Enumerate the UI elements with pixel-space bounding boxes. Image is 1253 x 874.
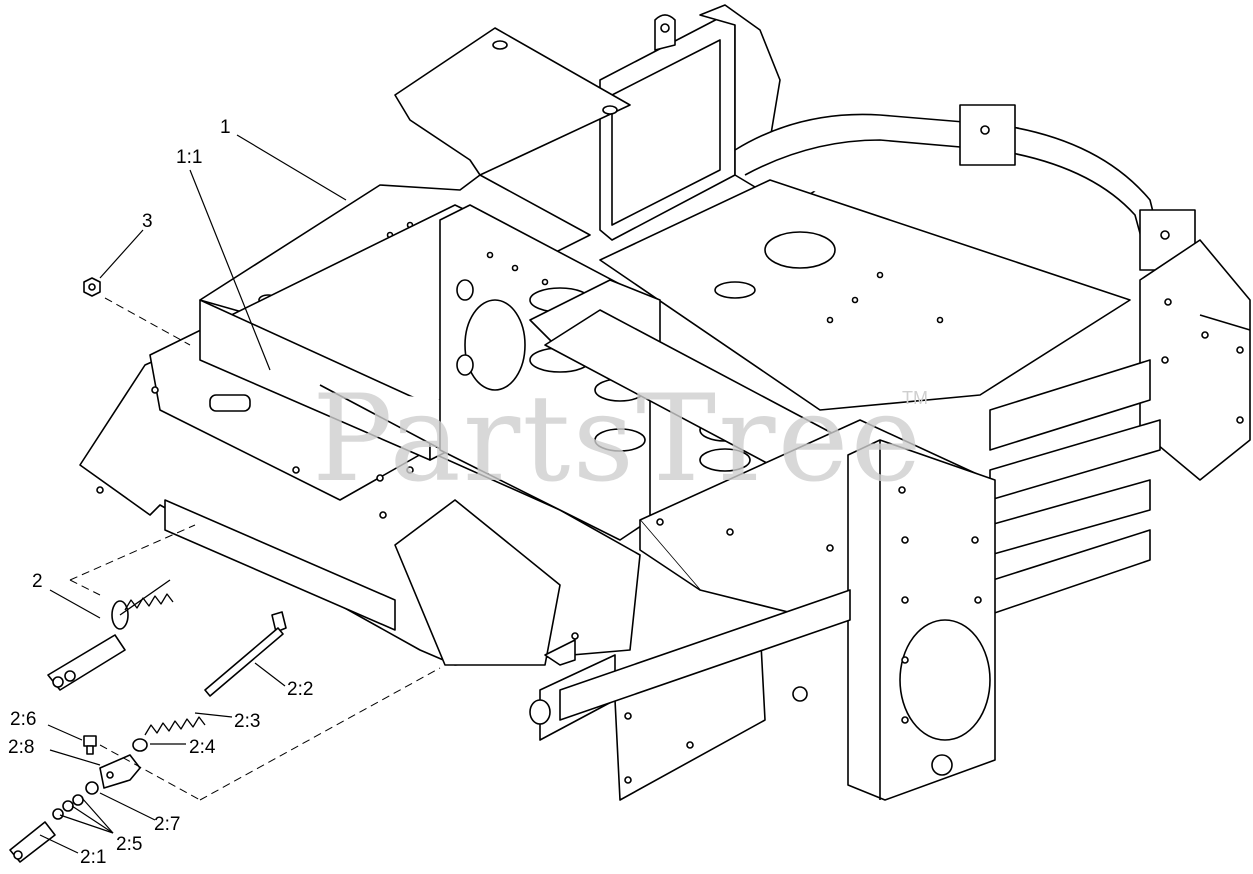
phantom-lines [70,298,440,800]
callout-2-2: 2:2 [287,679,314,700]
bolt-part-2-2 [205,612,286,696]
floor-pan [600,180,1130,410]
callout-2: 2 [32,571,43,592]
callout-1: 1 [220,117,231,138]
leader-1-1 [190,170,270,370]
right-frame-rails [930,360,1160,635]
leader-2-5a [60,815,113,833]
leader-2-7 [100,793,155,820]
leader-2-1 [40,835,78,853]
middle-cross-plate [530,280,845,470]
leader-2 [50,590,100,618]
leader-lines [40,135,346,853]
watermark-text: PartsTree [312,370,924,509]
rops-loop-frame [735,105,1195,270]
watermark-trademark: TM [902,388,928,408]
callout-2-3: 2:3 [234,711,261,732]
leader-2-5c [82,798,113,833]
clevis-part-2-1 [10,822,55,862]
linkage-assembly-part-2 [48,580,173,690]
callout-2-5: 2:5 [116,834,143,855]
callout-2-8: 2:8 [8,737,35,758]
small-hardware-parts [53,736,140,819]
lower-left-plate [395,500,578,665]
leader-1 [237,135,346,200]
callout-2-1: 2:1 [80,847,107,868]
right-vertical-post [848,440,995,800]
leader-2-2 [255,663,285,686]
bushing-part-2-4 [133,739,147,751]
leader-3 [100,230,143,278]
callout-2-6: 2:6 [10,709,37,730]
callout-2-4: 2:4 [189,737,216,758]
leader-2-6 [48,725,82,740]
spring-part-2-3 [145,717,205,735]
leader-2-5b [72,806,113,833]
nut-part-3 [84,278,100,296]
leader-2-8 [50,750,100,765]
leader-2-3 [195,713,232,717]
right-side-plate [1140,240,1250,480]
callout-2-7: 2:7 [154,814,181,835]
bottom-rails [165,500,850,720]
callout-1-1: 1:1 [176,147,203,168]
callout-3: 3 [142,211,153,232]
